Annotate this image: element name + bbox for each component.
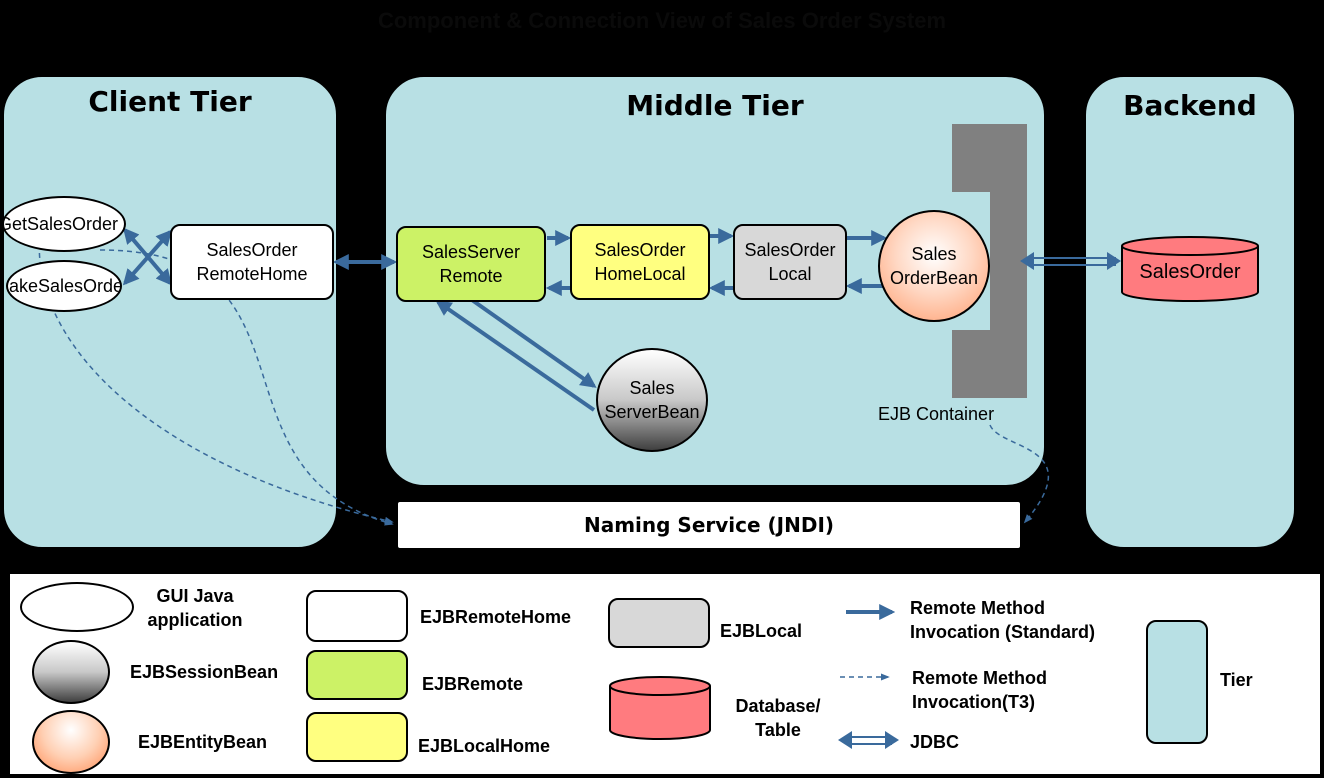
sales-server-bean: Sales ServerBean: [596, 348, 708, 452]
legend-tier-label: Tier: [1220, 670, 1253, 690]
sales-order-home-local: SalesOrder HomeLocal: [570, 224, 710, 300]
sales-order-local: SalesOrder Local: [733, 224, 847, 300]
legend-tier-shape: [1146, 620, 1208, 744]
make-sales-order-app: MakeSalesOrder: [6, 260, 122, 312]
legend-rmi-t3-label: Remote Method Invocation(T3): [912, 668, 1047, 712]
legend-gui-shape: [20, 582, 134, 632]
client-tier-title: Client Tier: [88, 85, 252, 118]
client-tier: Client Tier: [2, 75, 338, 549]
naming-service: Naming Service (JNDI): [396, 500, 1022, 550]
sales-server-remote: SalesServer Remote: [396, 226, 546, 302]
middle-tier-title: Middle Tier: [626, 89, 804, 122]
legend-remote-home-label: EJBRemoteHome: [420, 607, 572, 627]
backend-tier: Backend: [1084, 75, 1296, 549]
legend-jdbc-label: JDBC: [910, 732, 960, 752]
backend-tier-title: Backend: [1123, 89, 1257, 122]
legend-entity-bean-label: EJBEntityBean: [138, 732, 268, 752]
legend-local-shape: [608, 598, 710, 648]
legend-remote-home-shape: [306, 590, 408, 642]
legend-rmi-standard-label: Remote Method Invocation (Standard): [910, 598, 1096, 642]
diagram-title: Component & Connection View of Sales Ord…: [377, 8, 947, 33]
naming-service-label: Naming Service (JNDI): [583, 513, 835, 537]
legend-gui-label: GUI Java application: [147, 586, 243, 630]
legend-local-home-shape: [306, 712, 408, 762]
legend-entity-bean-shape: [32, 710, 110, 774]
legend-remote-label: EJBRemote: [422, 674, 524, 694]
legend-remote-shape: [306, 650, 408, 700]
legend-session-bean-shape: [32, 640, 110, 704]
sales-order-bean: Sales OrderBean: [878, 210, 990, 322]
get-sales-order-app: GetSalesOrder: [0, 196, 126, 252]
sales-order-remote-home: SalesOrder RemoteHome: [170, 224, 334, 300]
legend-local-home-label: EJBLocalHome: [418, 736, 551, 756]
ejb-container-label: EJB Container: [878, 404, 995, 424]
sales-order-database-label: SalesOrder: [1139, 261, 1241, 283]
legend-database-label: Database/ Table: [735, 696, 821, 740]
legend-session-bean-label: EJBSessionBean: [130, 662, 279, 682]
legend-local-label: EJBLocal: [720, 621, 803, 641]
